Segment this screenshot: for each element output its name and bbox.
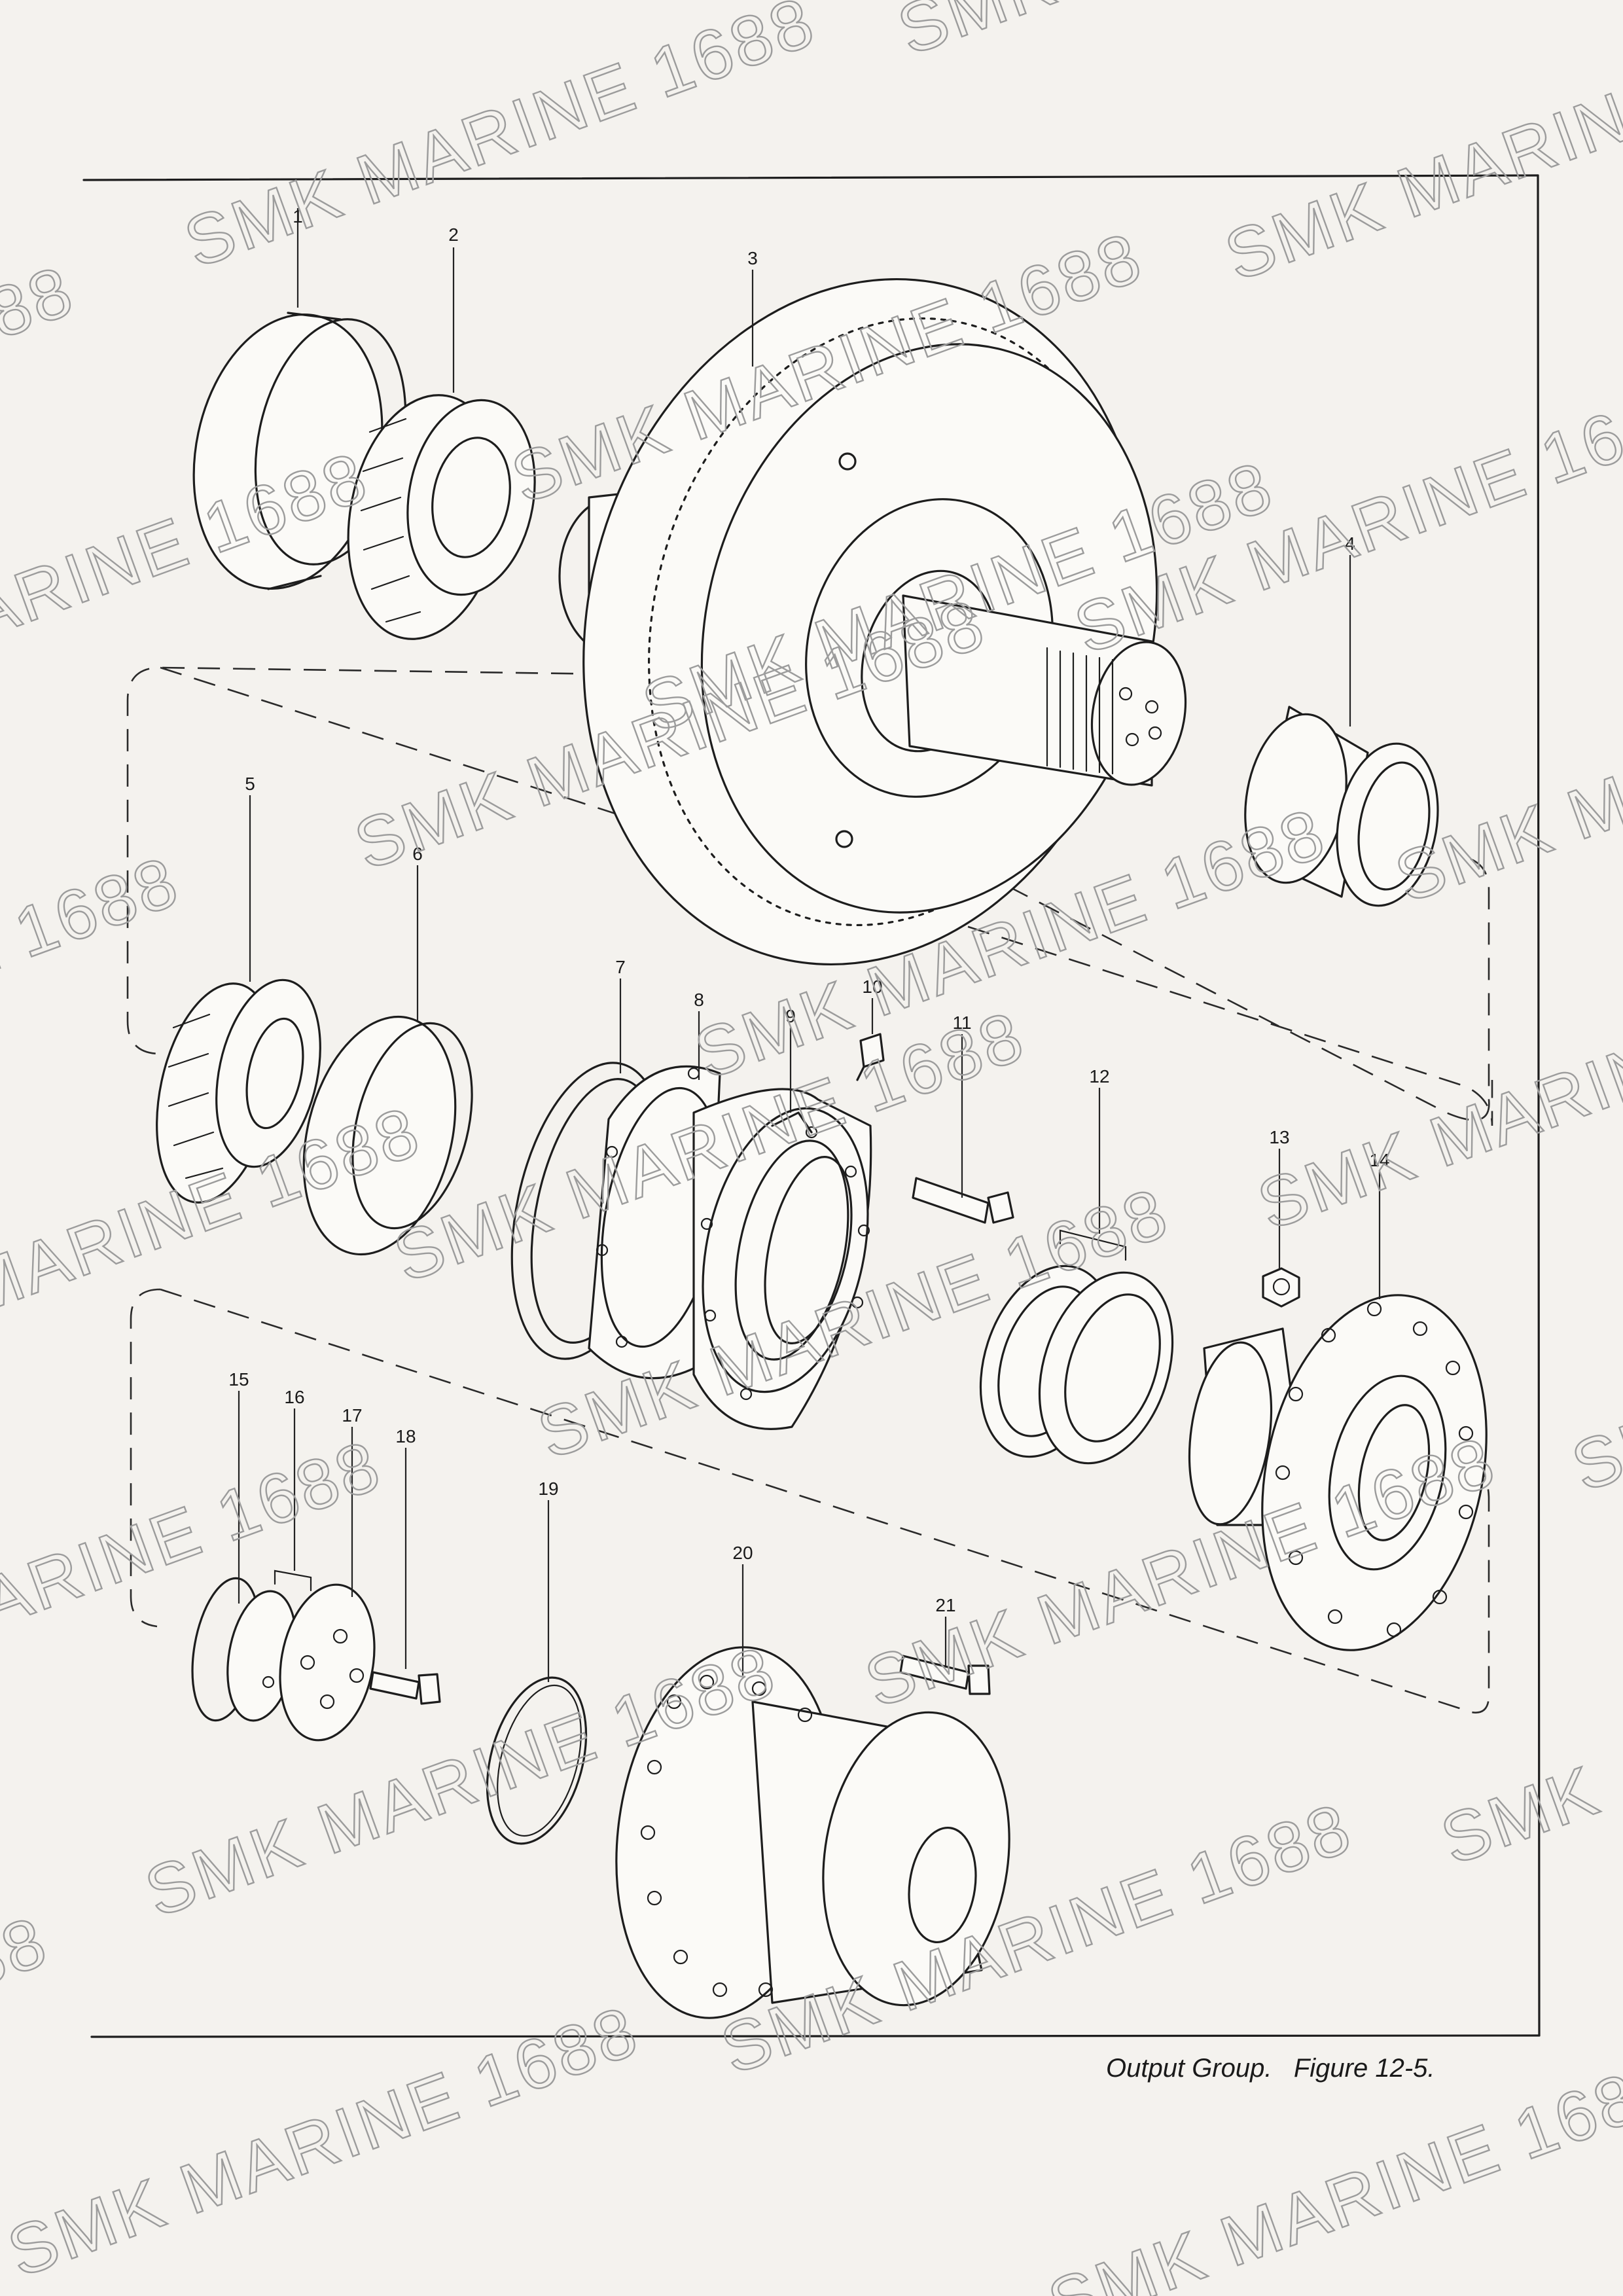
- callout-14: 14: [1369, 1150, 1389, 1170]
- part-1-bearing-cup: [192, 312, 407, 590]
- caption-label: Output Group.: [1106, 2054, 1272, 2083]
- watermark-text: SMK MARIN: [1215, 76, 1623, 295]
- callout-6: 6: [412, 844, 423, 864]
- part-5-bearing-cone: [156, 978, 321, 1204]
- part-14-companion-flange: [1188, 1294, 1488, 1651]
- watermark-text: 688: [0, 250, 84, 367]
- caption-figure-number: Figure 12-5.: [1293, 2054, 1435, 2083]
- watermark-text: SMK: [1431, 1750, 1609, 1880]
- watermark-text: SMK MARINE 168: [1038, 2057, 1623, 2296]
- callout-10: 10: [862, 977, 882, 997]
- part-3-output-gear: [558, 278, 1187, 965]
- callout-13: 13: [1269, 1127, 1289, 1147]
- watermark-text: SMK MARINE 1688: [174, 0, 825, 283]
- callout-20: 20: [732, 1543, 753, 1563]
- callout-19: 19: [538, 1479, 558, 1499]
- watermark-text: SMK M: [1561, 1348, 1623, 1507]
- dashed-group-outline-upper: [126, 666, 1493, 1126]
- callout-17: 17: [342, 1405, 362, 1426]
- watermark-text: NE 1688: [0, 841, 189, 1016]
- figure-caption: Output Group. Figure 12-5.: [1106, 2054, 1435, 2083]
- callout-2: 2: [448, 224, 459, 245]
- part-12-oil-seals: [979, 1229, 1174, 1465]
- part-21-bolt: [899, 1655, 991, 1695]
- part-20-output-housing: [615, 1646, 1010, 2019]
- watermark-text: SMK MARIN: [1247, 1025, 1623, 1244]
- callout-8: 8: [694, 990, 704, 1010]
- part-2-bearing-cone: [347, 394, 536, 640]
- part-9-bearing-retainer: [692, 1088, 872, 1430]
- watermark-text: 88: [0, 1901, 58, 2004]
- callout-5: 5: [245, 774, 255, 794]
- part-6-bearing-cup: [302, 1015, 473, 1256]
- part-13-nut: [1262, 1267, 1300, 1308]
- callout-1: 1: [293, 206, 303, 226]
- part-11-bolt: [912, 1177, 1014, 1224]
- callout-numbers: 1 2 3 4 5 6 7 8 9 10 11 12 13 14 15 16 1…: [228, 206, 1389, 1615]
- figure-frame: [82, 174, 1541, 2038]
- callout-18: 18: [395, 1426, 416, 1446]
- callout-15: 15: [228, 1369, 249, 1390]
- callout-12: 12: [1089, 1066, 1109, 1086]
- callout-leaders: [238, 208, 1381, 1682]
- watermark-text: SMK MARINE 1688: [0, 1990, 649, 2292]
- callout-7: 7: [615, 957, 626, 977]
- callout-3: 3: [747, 248, 758, 268]
- callout-21: 21: [935, 1595, 955, 1615]
- callout-16: 16: [284, 1387, 304, 1407]
- part-10-fitting: [856, 1033, 885, 1081]
- part-18-bolt: [369, 1671, 441, 1705]
- part-17-coupling: [279, 1583, 376, 1742]
- watermark-text: SMK M: [887, 0, 1145, 70]
- callout-9: 9: [785, 1006, 796, 1026]
- part-4-sleeve: [1244, 706, 1439, 907]
- callout-11: 11: [952, 1013, 971, 1033]
- callout-4: 4: [1345, 533, 1355, 554]
- part-19-snap-ring: [486, 1676, 588, 1845]
